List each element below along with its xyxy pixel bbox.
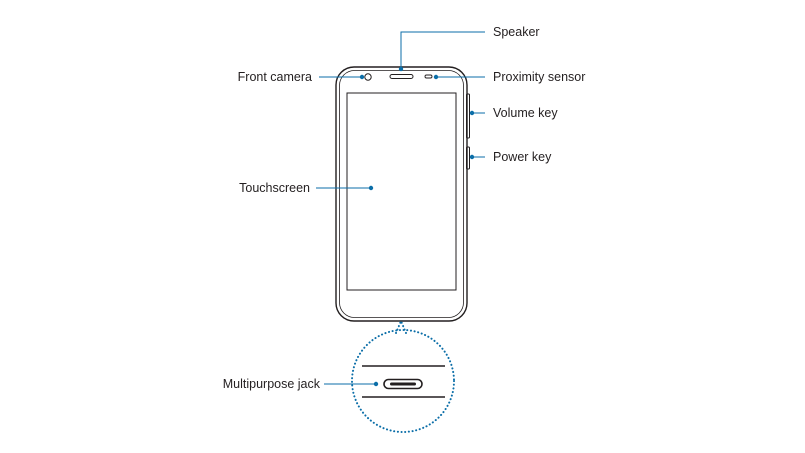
jack-detail <box>362 365 445 398</box>
front-camera-callout-dot <box>359 74 365 80</box>
volume-key-callout-dot <box>469 110 475 116</box>
proximity-sensor-icon <box>424 74 433 79</box>
zoom-wedge <box>395 318 407 334</box>
callouts <box>316 31 485 387</box>
label-front-camera: Front camera <box>237 70 312 84</box>
label-speaker: Speaker <box>493 25 540 39</box>
phone-outer-shell <box>335 66 468 322</box>
speaker-slot <box>389 74 414 79</box>
zoom-circle <box>351 329 455 433</box>
multipurpose-jack-callout-dot <box>373 381 379 387</box>
touchscreen-callout-dot <box>368 185 374 191</box>
speaker-callout-line <box>400 31 485 69</box>
zoom-connector <box>351 318 455 433</box>
label-touchscreen: Touchscreen <box>239 181 310 195</box>
label-volume-key: Volume key <box>493 106 558 120</box>
power-key-shape <box>466 146 470 170</box>
phone-inner-bezel <box>339 70 464 318</box>
multipurpose-jack-port-inner <box>390 382 416 386</box>
proximity-sensor-callout-dot <box>433 74 439 80</box>
phone-body <box>335 66 470 322</box>
power-key-callout-dot <box>469 154 475 160</box>
touchscreen-area <box>346 92 457 291</box>
front-camera-icon <box>364 73 372 81</box>
volume-key-shape <box>466 93 470 139</box>
label-multipurpose-jack: Multipurpose jack <box>222 377 320 391</box>
label-proximity-sensor: Proximity sensor <box>493 70 586 84</box>
label-power-key: Power key <box>493 150 552 164</box>
speaker-callout-dot <box>398 66 404 72</box>
